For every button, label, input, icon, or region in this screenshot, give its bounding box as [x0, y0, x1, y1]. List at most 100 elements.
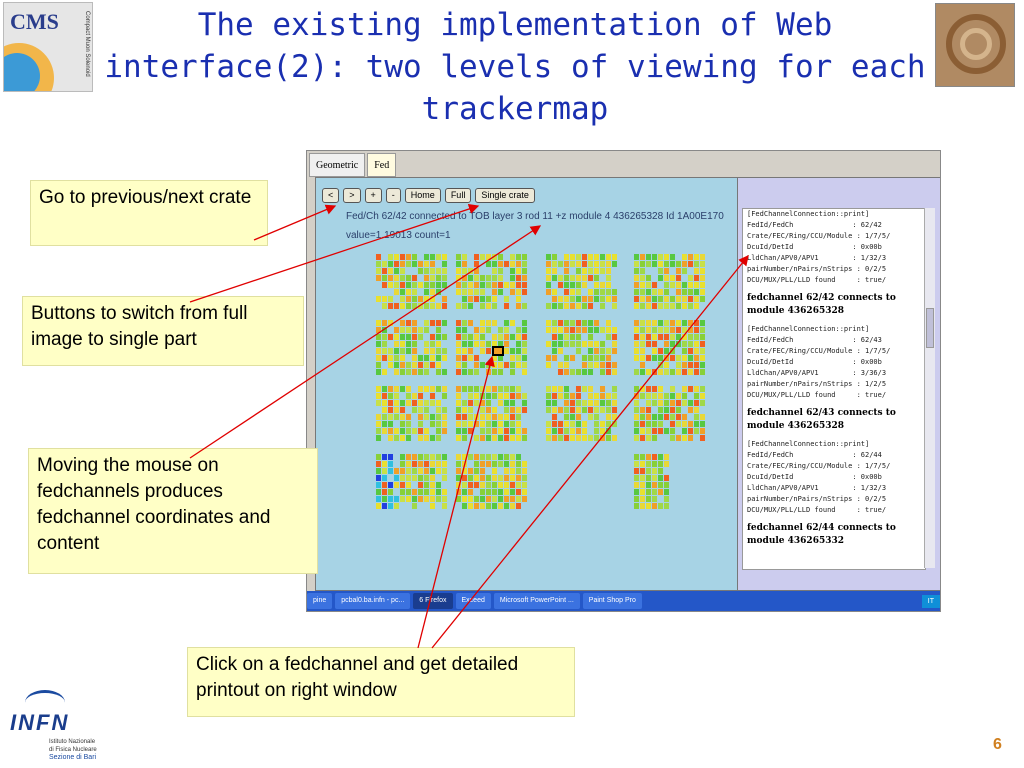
fedchannel-cell[interactable]: [376, 334, 381, 340]
fedchannel-cell[interactable]: [640, 475, 645, 481]
fedchannel-cell[interactable]: [688, 386, 693, 392]
fedchannel-cell[interactable]: [652, 355, 657, 361]
fedchannel-cell[interactable]: [522, 475, 527, 481]
fedchannel-cell[interactable]: [382, 296, 387, 302]
fedchannel-cell[interactable]: [688, 275, 693, 281]
fedchannel-cell[interactable]: [430, 496, 435, 502]
fedchannel-cell[interactable]: [400, 334, 405, 340]
fedchannel-cell[interactable]: [382, 268, 387, 274]
fedchannel-cell[interactable]: [400, 489, 405, 495]
fedchannel-cell[interactable]: [388, 254, 393, 260]
fedchannel-cell[interactable]: [582, 362, 587, 368]
fedchannel-cell[interactable]: [612, 435, 617, 441]
fedchannel-cell[interactable]: [462, 327, 467, 333]
fedchannel-cell[interactable]: [456, 386, 461, 392]
fedchannel-cell[interactable]: [456, 461, 461, 467]
crate-block[interactable]: [546, 254, 618, 310]
fedchannel-cell[interactable]: [576, 261, 581, 267]
fedchannel-cell[interactable]: [382, 496, 387, 502]
fedchannel-cell[interactable]: [510, 400, 515, 406]
fedchannel-cell[interactable]: [594, 435, 599, 441]
fedchannel-cell[interactable]: [588, 261, 593, 267]
fedchannel-cell[interactable]: [376, 496, 381, 502]
fedchannel-cell[interactable]: [640, 461, 645, 467]
fedchannel-cell[interactable]: [462, 386, 467, 392]
fedchannel-cell[interactable]: [498, 400, 503, 406]
fedchannel-cell[interactable]: [424, 496, 429, 502]
fedchannel-cell[interactable]: [676, 400, 681, 406]
fedchannel-cell[interactable]: [510, 275, 515, 281]
fedchannel-cell[interactable]: [694, 428, 699, 434]
fedchannel-cell[interactable]: [510, 355, 515, 361]
fedchannel-cell[interactable]: [486, 341, 491, 347]
fedchannel-cell[interactable]: [558, 341, 563, 347]
fedchannel-cell[interactable]: [480, 362, 485, 368]
fedchannel-cell[interactable]: [442, 454, 447, 460]
fedchannel-cell[interactable]: [564, 386, 569, 392]
fedchannel-cell[interactable]: [442, 468, 447, 474]
fedchannel-cell[interactable]: [546, 282, 551, 288]
fedchannel-cell[interactable]: [510, 282, 515, 288]
fedchannel-cell[interactable]: [492, 407, 497, 413]
fedchannel-cell[interactable]: [504, 386, 509, 392]
fedchannel-cell[interactable]: [516, 393, 521, 399]
fedchannel-cell[interactable]: [670, 421, 675, 427]
fedchannel-cell[interactable]: [664, 362, 669, 368]
fedchannel-cell[interactable]: [652, 454, 657, 460]
fedchannel-cell[interactable]: [664, 275, 669, 281]
fedchannel-cell[interactable]: [468, 296, 473, 302]
fedchannel-cell[interactable]: [558, 261, 563, 267]
fedchannel-cell[interactable]: [612, 400, 617, 406]
fedchannel-cell[interactable]: [388, 482, 393, 488]
fedchannel-cell[interactable]: [676, 289, 681, 295]
fedchannel-cell[interactable]: [480, 400, 485, 406]
fedchannel-cell[interactable]: [498, 282, 503, 288]
fedchannel-cell[interactable]: [406, 303, 411, 309]
fedchannel-cell[interactable]: [462, 334, 467, 340]
fedchannel-cell[interactable]: [570, 275, 575, 281]
fedchannel-cell[interactable]: [412, 400, 417, 406]
fedchannel-cell[interactable]: [700, 393, 705, 399]
fedchannel-cell[interactable]: [430, 275, 435, 281]
fedchannel-cell[interactable]: [564, 282, 569, 288]
fedchannel-cell[interactable]: [694, 268, 699, 274]
crate-block[interactable]: [634, 254, 706, 310]
tab-fed[interactable]: Fed: [367, 153, 397, 177]
fedchannel-cell[interactable]: [504, 393, 509, 399]
fedchannel-cell[interactable]: [634, 334, 639, 340]
fedchannel-cell[interactable]: [394, 275, 399, 281]
fedchannel-cell[interactable]: [682, 355, 687, 361]
fedchannel-cell[interactable]: [474, 296, 479, 302]
selected-fedchannel-marker[interactable]: [492, 346, 504, 356]
fedchannel-cell[interactable]: [658, 414, 663, 420]
fedchannel-cell[interactable]: [418, 268, 423, 274]
fedchannel-cell[interactable]: [552, 421, 557, 427]
fedchannel-cell[interactable]: [468, 369, 473, 375]
fedchannel-cell[interactable]: [646, 334, 651, 340]
fedchannel-cell[interactable]: [688, 407, 693, 413]
fedchannel-cell[interactable]: [442, 355, 447, 361]
fedchannel-cell[interactable]: [516, 261, 521, 267]
fedchannel-cell[interactable]: [658, 362, 663, 368]
fedchannel-cell[interactable]: [570, 327, 575, 333]
fedchannel-cell[interactable]: [442, 414, 447, 420]
fedchannel-cell[interactable]: [400, 268, 405, 274]
fedchannel-cell[interactable]: [424, 475, 429, 481]
fedchannel-cell[interactable]: [474, 341, 479, 347]
fedchannel-cell[interactable]: [682, 400, 687, 406]
fedchannel-cell[interactable]: [436, 355, 441, 361]
fedchannel-cell[interactable]: [658, 400, 663, 406]
fedchannel-cell[interactable]: [394, 355, 399, 361]
fedchannel-cell[interactable]: [468, 428, 473, 434]
fedchannel-cell[interactable]: [436, 461, 441, 467]
fedchannel-cell[interactable]: [676, 327, 681, 333]
fedchannel-cell[interactable]: [658, 296, 663, 302]
fedchannel-cell[interactable]: [552, 428, 557, 434]
fedchannel-cell[interactable]: [400, 362, 405, 368]
fedchannel-cell[interactable]: [382, 421, 387, 427]
fedchannel-cell[interactable]: [462, 296, 467, 302]
fedchannel-cell[interactable]: [558, 393, 563, 399]
fedchannel-cell[interactable]: [406, 261, 411, 267]
fedchannel-cell[interactable]: [676, 268, 681, 274]
fedchannel-cell[interactable]: [504, 282, 509, 288]
